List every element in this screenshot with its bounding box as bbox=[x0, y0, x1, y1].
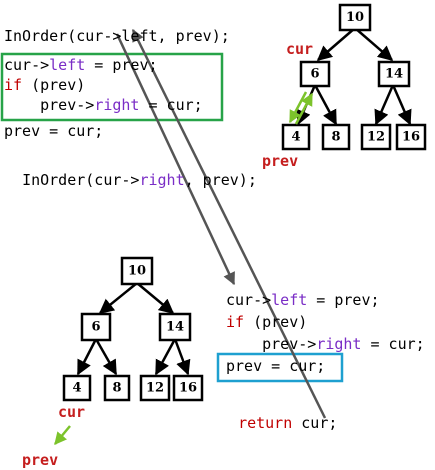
bottom-node-left: 6 bbox=[80, 312, 112, 342]
label-cur-top: cur bbox=[286, 40, 314, 58]
bottom-leaf-3: 12 bbox=[139, 374, 171, 402]
code-token: = prev; bbox=[85, 56, 158, 74]
flow-arrows bbox=[115, 28, 327, 419]
code-left-line6: InOrder(cur->right, prev); bbox=[4, 153, 257, 189]
bottom-node-right-label: 14 bbox=[166, 320, 184, 335]
code-token: prev-> bbox=[226, 335, 317, 353]
bottom-leaf-1-label: 4 bbox=[72, 381, 81, 396]
top-leaf-4-label: 16 bbox=[402, 130, 420, 145]
top-node-right: 14 bbox=[377, 60, 411, 88]
code-token: = cur; bbox=[361, 335, 425, 353]
top-node-right-label: 14 bbox=[385, 67, 403, 82]
top-leaf-1-label: 4 bbox=[291, 130, 300, 145]
top-leaf-2: 8 bbox=[321, 123, 351, 151]
code-token: right bbox=[94, 96, 140, 114]
label-prev-top: prev bbox=[262, 152, 299, 170]
bottom-node-left-label: 6 bbox=[91, 320, 100, 335]
bottom-leaf-2: 8 bbox=[103, 374, 131, 402]
code-left-line5: prev = cur; bbox=[4, 122, 104, 140]
bottom-leaf-2-label: 8 bbox=[112, 381, 121, 396]
code-token: (prev) bbox=[244, 313, 308, 331]
top-node-root: 10 bbox=[338, 3, 372, 32]
code-left-block: cur->left = prev;if (prev) prev->right =… bbox=[4, 56, 203, 116]
bottom-node-root-label: 10 bbox=[128, 264, 146, 279]
code-line: prev->right = cur; bbox=[226, 335, 425, 357]
top-leaf-4: 16 bbox=[395, 123, 427, 151]
code-token: = prev; bbox=[307, 291, 380, 309]
code-token: left bbox=[271, 291, 308, 309]
top-leaf-2-label: 8 bbox=[331, 130, 340, 145]
label-cur-bottom: cur bbox=[58, 403, 86, 421]
code-token: if bbox=[4, 76, 23, 94]
bottom-leaf-4-label: 16 bbox=[179, 381, 197, 396]
blue-highlight-box bbox=[216, 352, 344, 383]
code-line: prev->right = cur; bbox=[4, 96, 203, 116]
green-highlight-box bbox=[0, 52, 224, 122]
top-leaf-3: 12 bbox=[360, 123, 392, 151]
bottom-node-root: 10 bbox=[120, 256, 154, 286]
code-token: if bbox=[226, 313, 245, 331]
bottom-node-right: 14 bbox=[158, 312, 192, 342]
code-line: if (prev) bbox=[4, 76, 203, 96]
code-right-return: return cur; bbox=[220, 396, 337, 432]
code-line: if (prev) bbox=[226, 313, 425, 335]
code-token: right bbox=[316, 335, 362, 353]
top-leaf-1: 4 bbox=[281, 123, 311, 151]
code-token: left bbox=[49, 56, 86, 74]
code-token: cur-> bbox=[226, 291, 272, 309]
label-prev-bottom: prev bbox=[22, 451, 59, 469]
bottom-leaf-4: 16 bbox=[172, 374, 204, 402]
code-left-line1: InOrder(cur->left, prev); bbox=[4, 27, 230, 45]
bottom-tree-edges bbox=[76, 282, 191, 376]
code-line: cur->left = prev; bbox=[4, 56, 203, 76]
top-leaf-3-label: 12 bbox=[367, 130, 385, 145]
code-token: = cur; bbox=[139, 96, 203, 114]
code-token: prev-> bbox=[4, 96, 95, 114]
code-token: cur-> bbox=[4, 56, 50, 74]
code-left-line6c: , prev); bbox=[184, 171, 257, 189]
top-node-root-label: 10 bbox=[346, 10, 364, 25]
code-line: cur->left = prev; bbox=[226, 291, 425, 313]
top-node-left-label: 6 bbox=[310, 67, 319, 82]
code-left-line6a: InOrder(cur-> bbox=[22, 171, 140, 189]
top-green-arrows bbox=[288, 91, 314, 125]
code-token: (prev) bbox=[22, 76, 86, 94]
code-right-boxed: prev = cur; bbox=[226, 357, 326, 375]
code-left-line6b: right bbox=[139, 171, 185, 189]
code-right-return-rest: cur; bbox=[292, 414, 338, 432]
bottom-leaf-3-label: 12 bbox=[146, 381, 164, 396]
bottom-leaf-1: 4 bbox=[62, 374, 92, 402]
bottom-green-arrow bbox=[54, 425, 71, 445]
top-node-left: 6 bbox=[299, 60, 331, 88]
code-right-return-kw: return bbox=[238, 414, 293, 432]
code-right-block: cur->left = prev;if (prev) prev->right =… bbox=[226, 291, 425, 357]
